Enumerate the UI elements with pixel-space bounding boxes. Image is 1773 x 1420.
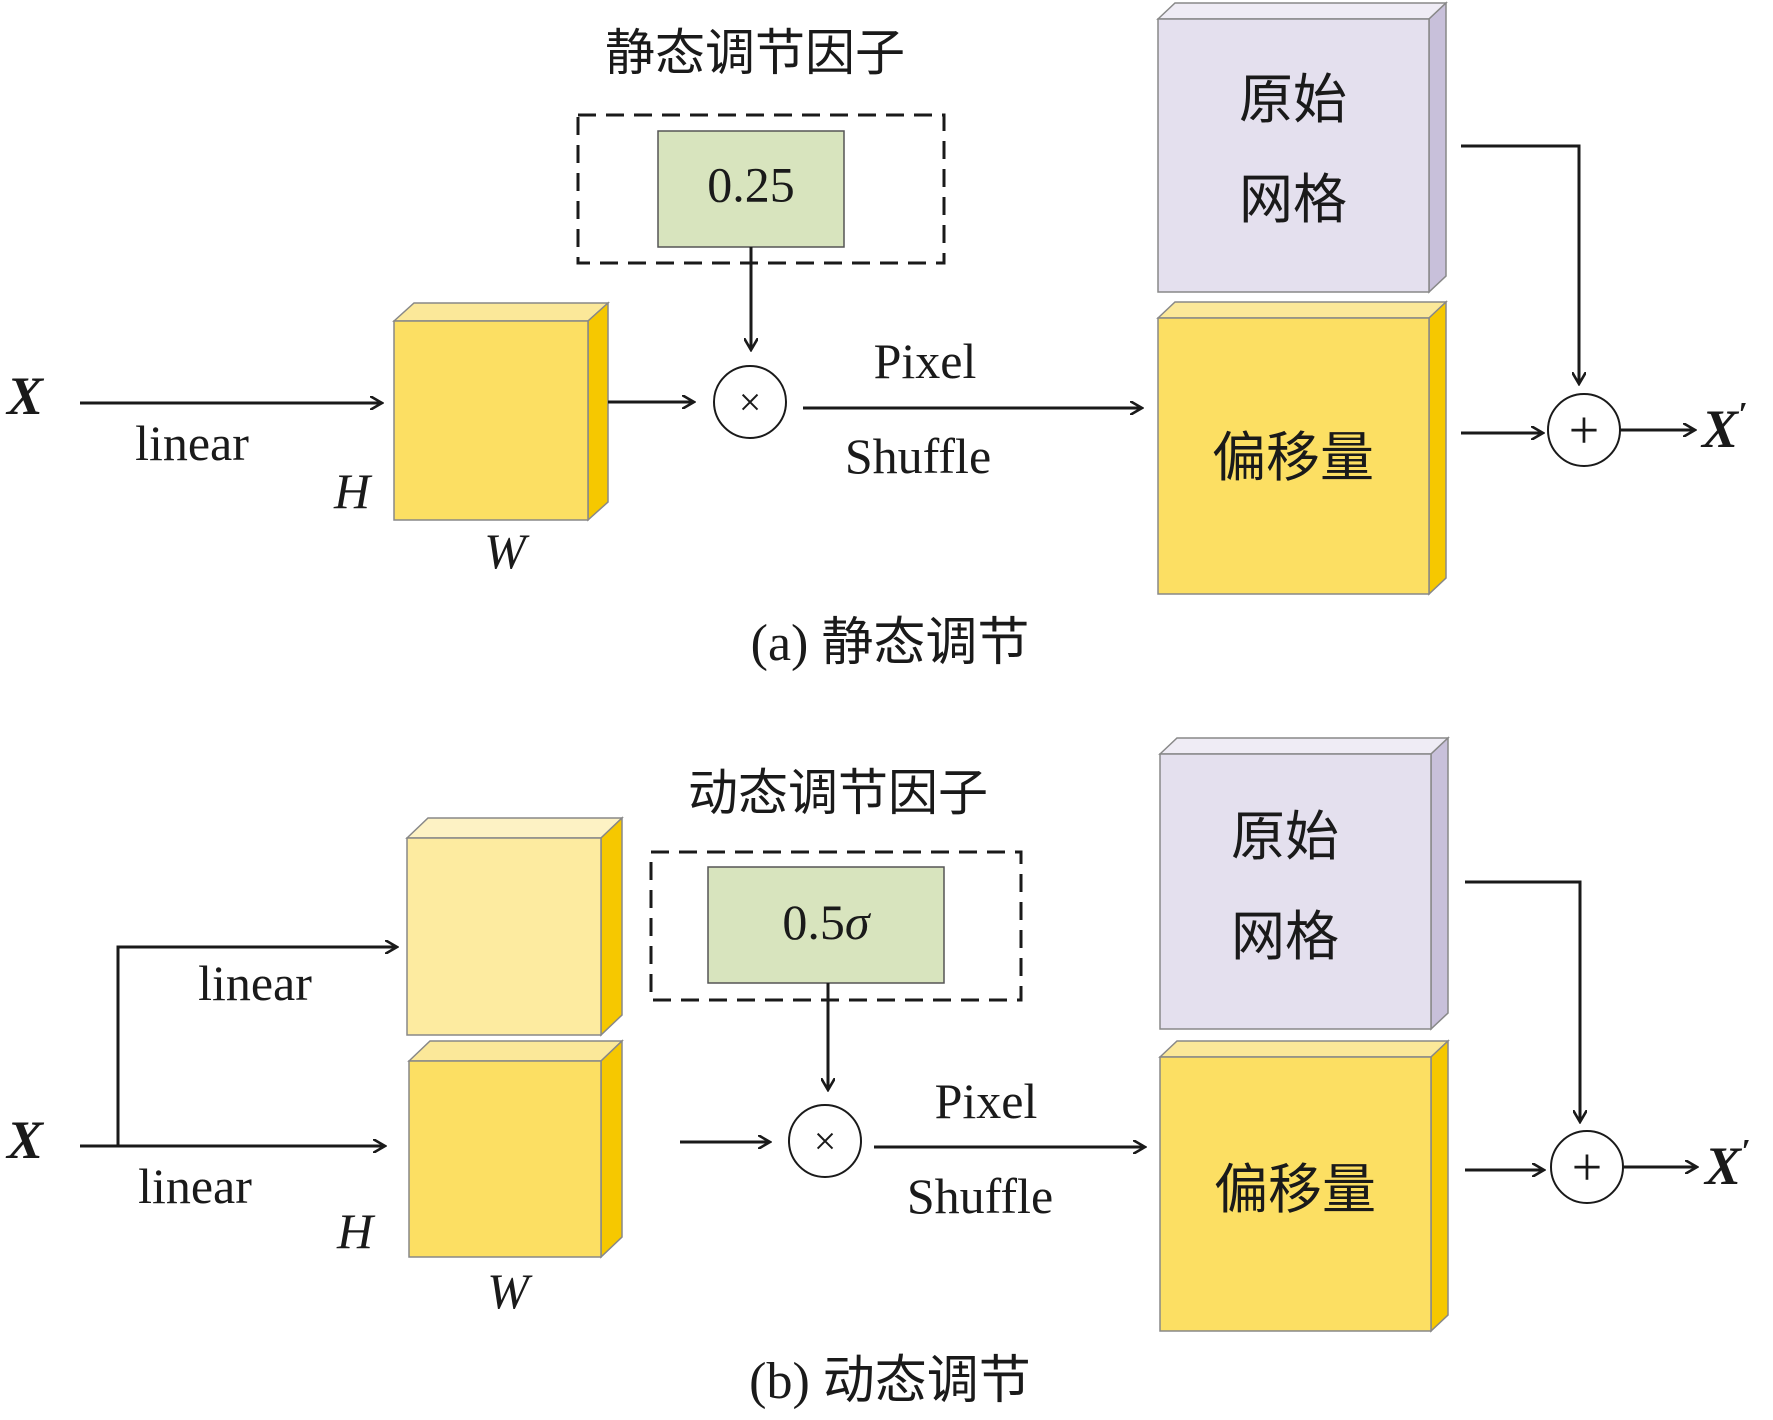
dynamic-caption: (b) 动态调节 [749, 1353, 1031, 1410]
static-factor-value: 0.25 [707, 156, 795, 212]
static-grid-label-line1: 原始 [1239, 68, 1347, 131]
static-output-x: X′ [1700, 396, 1748, 459]
static-linear-label: linear [135, 415, 249, 471]
static-add-symbol: + [1569, 400, 1599, 460]
dynamic-factor-dashed-box [649, 850, 1023, 1002]
dynamic-linear-top-label: linear [198, 955, 312, 1011]
panel-a-static: 静态调节因子 0.25 X linear H W × Pixel Shuffle [5, 1, 1748, 672]
dynamic-original-grid-cube [1158, 736, 1450, 1031]
static-dim-h: H [333, 463, 373, 519]
dynamic-shuffle-label: Shuffle [907, 1168, 1053, 1224]
panel-b-dynamic: 动态调节因子 0.5σ X linear linear H W × [5, 736, 1751, 1410]
dynamic-multiply-symbol: × [814, 1119, 837, 1164]
dynamic-offset-label: 偏移量 [1214, 1158, 1376, 1221]
dynamic-factor-title: 动态调节因子 [688, 764, 988, 822]
dynamic-linear-bottom-label: linear [138, 1158, 252, 1214]
dynamic-dim-w: W [487, 1263, 533, 1319]
static-input-x: X [5, 366, 45, 426]
static-factor-value-box [657, 130, 845, 248]
dynamic-multiply-circle [788, 1104, 862, 1178]
dynamic-branch-arrow [116, 947, 397, 1146]
static-caption: (a) 静态调节 [751, 615, 1030, 672]
static-original-grid-cube [1156, 1, 1448, 294]
static-grid-label-line2: 网格 [1239, 168, 1347, 231]
dynamic-add-symbol: + [1572, 1137, 1602, 1197]
static-offset-label: 偏移量 [1212, 426, 1374, 489]
dynamic-offset-cube [1158, 1039, 1450, 1333]
dynamic-output-x: X′ [1703, 1133, 1751, 1196]
dynamic-factor-feature-cube [405, 816, 624, 1037]
static-factor-dashed-box [576, 113, 946, 265]
dynamic-grid-to-add-arrow [1465, 880, 1580, 1122]
static-pixel-label: Pixel [874, 333, 977, 389]
dynamic-factor-value: 0.5σ [782, 894, 872, 950]
dynamic-input-x: X [5, 1110, 45, 1170]
dynamic-grid-label-line2: 网格 [1231, 905, 1339, 968]
static-multiply-symbol: × [739, 380, 762, 425]
static-dim-w: W [484, 523, 530, 579]
dynamic-grid-label-line1: 原始 [1231, 805, 1339, 868]
static-shuffle-label: Shuffle [845, 428, 991, 484]
static-offset-cube [1156, 300, 1448, 596]
dynamic-pixel-label: Pixel [935, 1073, 1038, 1129]
static-feature-cube [392, 301, 610, 522]
static-grid-to-add-arrow [1461, 144, 1579, 384]
static-multiply-circle [713, 365, 787, 439]
dynamic-feature-cube [407, 1039, 624, 1259]
dynamic-factor-value-box [707, 866, 945, 984]
static-factor-title: 静态调节因子 [605, 24, 905, 82]
dynamic-dim-h: H [336, 1203, 376, 1259]
